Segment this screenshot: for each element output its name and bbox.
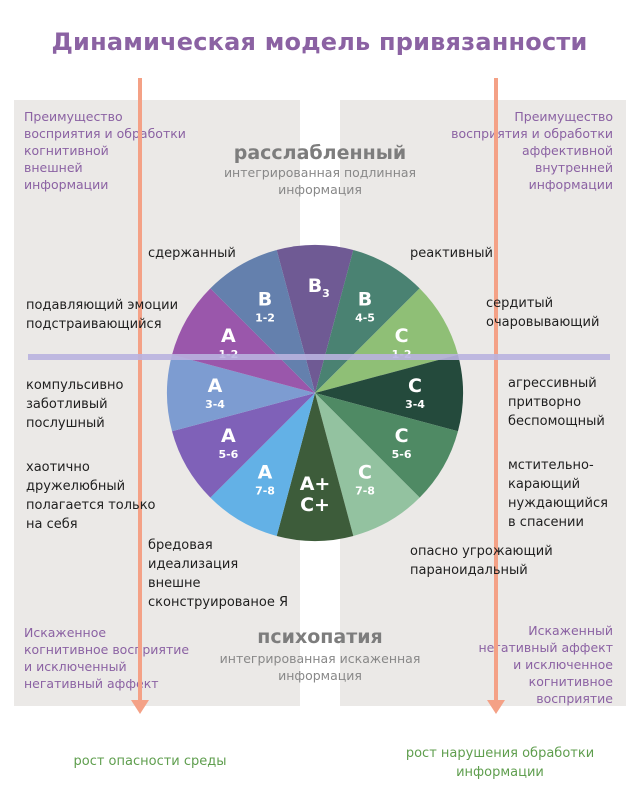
- wheel-segment: [172, 288, 315, 393]
- segment-letter: C: [408, 375, 422, 397]
- segment-letter: B: [358, 288, 372, 310]
- attachment-wheel: B3B4-5C1-2C3-4C5-6C7-8A+C+A7-8A5-6A3-4A1…: [167, 245, 463, 541]
- left-label-restrained: сдержанный: [148, 246, 236, 261]
- right-arrow: [487, 78, 505, 718]
- segment-letter: C: [395, 325, 409, 347]
- segment-subscript: 7-8: [355, 485, 375, 498]
- segment-subscript: 3-4: [205, 398, 225, 411]
- left-arrow: [131, 78, 149, 718]
- segment-subscript: 4-5: [355, 311, 375, 324]
- corner-top-left: Преимущество восприятия и обработки когн…: [24, 109, 186, 192]
- corner-bottom-right: Искаженный негативный аффект и исключенн…: [478, 623, 613, 706]
- segment-letter: A+: [300, 473, 331, 495]
- wheel-segment: [315, 393, 458, 498]
- right-label-aggressive: агрессивный притворно беспомощный: [508, 376, 605, 429]
- segment-subscript: C+: [300, 494, 330, 516]
- top-pole-subtitle: интегрированная подлинная информация: [223, 165, 417, 197]
- wheel-segment: [276, 393, 354, 541]
- bottom-pole-title: психопатия: [257, 626, 383, 648]
- left-label-chaotic: хаотично дружелюбный полагается только н…: [26, 460, 156, 532]
- bottom-pole-subtitle: интегрированная искаженная информация: [219, 651, 421, 683]
- wheel-segment: [315, 288, 458, 393]
- right-label-vindictive: мстительно- карающий нуждающийся в спасе…: [508, 458, 608, 530]
- wheel-segment: [315, 393, 420, 536]
- corner-top-right: Преимущество восприятия и обработки аффе…: [451, 109, 613, 192]
- segment-subscript: 7-8: [255, 485, 275, 498]
- right-label-angry: сердитый очаровывающий: [486, 296, 600, 330]
- wheel-segment: [167, 354, 315, 432]
- segment-subscript: 1-2: [255, 311, 275, 324]
- horizontal-divider: [28, 354, 610, 360]
- segment-letter: A: [221, 325, 236, 347]
- segment-subscript: 5-6: [218, 448, 238, 461]
- right-label-menacing: опасно угрожающий параноидальный: [410, 544, 553, 578]
- corner-bottom-left: Искаженное когнитивное восприятие и искл…: [24, 625, 190, 691]
- segment-subscript: 5-6: [392, 448, 412, 461]
- bottom-caption-right: рост нарушения обработки информации: [405, 746, 595, 780]
- segment-letter: A: [258, 462, 273, 484]
- wheel-segment: [315, 354, 463, 432]
- wheel-segment: [172, 393, 315, 498]
- segment-letter: C: [395, 425, 409, 447]
- segment-subscript: 3-4: [405, 398, 425, 411]
- wheel-segment: [210, 393, 315, 536]
- segment-letter: B: [308, 275, 322, 297]
- segment-subscript: 3: [322, 287, 330, 300]
- diagram-title: Динамическая модель привязанности: [51, 28, 588, 56]
- top-pole-title: расслабленный: [233, 142, 407, 164]
- left-label-compulsive: компульсивно заботливый послушный: [26, 378, 124, 431]
- left-label-suppressing: подавляющий эмоции подстраивающийся: [26, 298, 179, 332]
- right-label-reactive: реактивный: [410, 246, 493, 261]
- bottom-caption-left: рост опасности среды: [73, 754, 227, 769]
- segment-letter: B: [258, 288, 272, 310]
- left-label-delusional: бредовая идеализация внешне сконструиров…: [148, 538, 289, 610]
- segment-letter: A: [208, 375, 223, 397]
- segment-letter: C: [358, 462, 372, 484]
- wheel-segment: [276, 245, 354, 393]
- segment-letter: A: [221, 425, 236, 447]
